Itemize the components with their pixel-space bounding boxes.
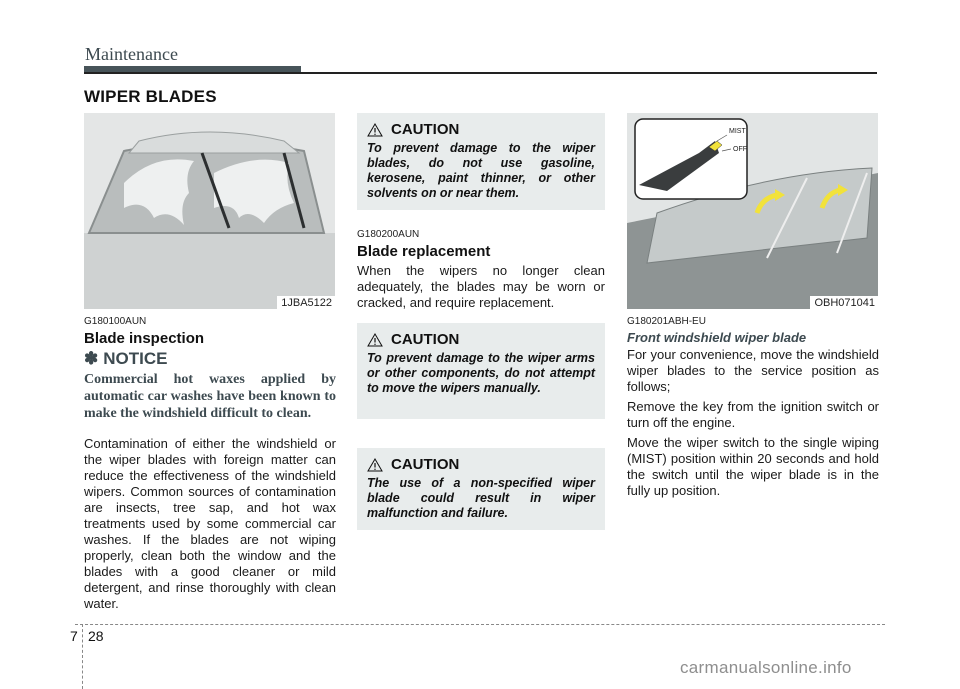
off-label: OFF <box>733 146 747 153</box>
header-rule <box>84 72 877 74</box>
page-number: 28 <box>88 628 104 644</box>
blade-replacement-heading: Blade replacement <box>357 243 491 260</box>
warning-triangle-icon <box>367 332 383 346</box>
service-paragraph-3: Move the wiper switch to the single wipi… <box>627 435 879 498</box>
caution-box-solvents: CAUTION To prevent damage to the wiper b… <box>357 113 605 210</box>
caution-text: To prevent damage to the wiper blades, d… <box>367 141 595 200</box>
warning-triangle-icon <box>367 122 383 136</box>
figure-code: OBH071041 <box>810 296 878 309</box>
front-windshield-wiper-heading: Front windshield wiper blade <box>627 330 807 345</box>
caution-label: CAUTION <box>391 121 460 138</box>
wiper-service-illustration: MIST OFF <box>627 113 878 309</box>
footer-vertical-rule <box>82 624 83 689</box>
wiper-service-position-figure: MIST OFF OBH071041 <box>627 113 878 309</box>
notice-heading: ✽ NOTICE <box>84 349 336 369</box>
warning-triangle-icon <box>367 457 383 471</box>
reference-code: G180201ABH-EU <box>627 316 706 327</box>
windshield-illustration <box>84 113 335 309</box>
section-title: WIPER BLADES <box>84 87 217 106</box>
caution-text: The use of a non-specified wiper blade c… <box>367 476 595 520</box>
blade-inspection-body: Contamination of either the windshield o… <box>84 436 336 611</box>
windshield-wax-figure: 1JBA5122 <box>84 113 335 309</box>
caution-box-non-specified-blade: CAUTION The use of a non-specified wiper… <box>357 448 605 530</box>
service-paragraph-1: For your convenience, move the windshiel… <box>627 347 879 394</box>
caution-label: CAUTION <box>391 331 460 348</box>
footer-rule <box>75 624 885 625</box>
service-paragraph-2: Remove the key from the ignition switch … <box>627 399 879 430</box>
mist-label: MIST <box>729 128 746 135</box>
caution-label: CAUTION <box>391 456 460 473</box>
watermark: carmanualsonline.info <box>680 658 852 677</box>
caution-text: To prevent damage to the wiper arms or o… <box>367 351 595 395</box>
reference-code: G180200AUN <box>357 229 420 240</box>
notice-text: Commercial hot waxes applied by automati… <box>84 372 336 421</box>
blade-replacement-body: When the wipers no longer clean adequate… <box>357 263 605 310</box>
caution-box-manual-move: CAUTION To prevent damage to the wiper a… <box>357 323 605 419</box>
reference-code: G180100AUN <box>84 316 147 327</box>
running-head: Maintenance <box>85 44 178 64</box>
header-bar <box>84 66 301 72</box>
asterisk-icon: ✽ <box>84 349 99 368</box>
figure-code: 1JBA5122 <box>277 296 335 309</box>
blade-inspection-heading: Blade inspection <box>84 330 205 347</box>
notice-label: NOTICE <box>103 349 168 368</box>
chapter-number: 7 <box>70 628 78 644</box>
